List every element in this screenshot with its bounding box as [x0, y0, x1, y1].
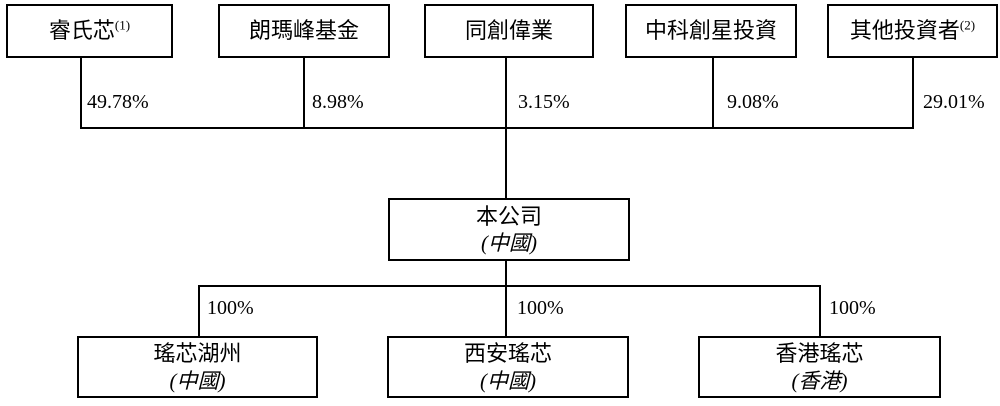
percent-label-subsidiary-2: 100% — [517, 297, 564, 319]
company-jurisdiction: (中國) — [481, 231, 537, 256]
shareholder-name-4: 中科創星投資 — [644, 18, 777, 44]
subsidiary-jurisdiction-2: (中國) — [480, 368, 536, 393]
connector-shareholder-2 — [303, 58, 305, 129]
subsidiary-box-1: 瑤芯湖州 (中國) — [77, 336, 318, 398]
subsidiary-jurisdiction-3: (香港) — [791, 368, 848, 393]
shareholder-name-5: 其他投資者(2) — [849, 17, 976, 44]
connector-shareholder-1 — [80, 58, 82, 129]
upper-bus-line — [80, 127, 914, 129]
connector-shareholder-4 — [712, 58, 714, 129]
shareholder-box-5: 其他投資者(2) — [827, 4, 998, 58]
connector-company-down — [505, 261, 507, 287]
company-name: 本公司 — [475, 203, 542, 229]
shareholder-box-4: 中科創星投資 — [625, 4, 797, 58]
footnote-marker-1: (1) — [114, 17, 131, 33]
percent-label-subsidiary-3: 100% — [829, 297, 876, 319]
subsidiary-box-3: 香港瑤芯 (香港) — [698, 336, 941, 398]
percent-label-1: 49.78% — [87, 91, 149, 113]
shareholder-box-1: 睿氏芯(1) — [6, 4, 173, 58]
subsidiary-name-2: 西安瑤芯 — [463, 341, 552, 367]
connector-subsidiary-1 — [198, 287, 200, 336]
shareholder-name-2: 朗瑪峰基金 — [248, 18, 359, 44]
shareholder-name-3: 同創偉業 — [464, 18, 553, 44]
percent-label-5: 29.01% — [923, 91, 985, 113]
shareholder-name-1: 睿氏芯(1) — [48, 17, 131, 44]
subsidiary-name-3: 香港瑤芯 — [775, 341, 864, 367]
lower-bus-line — [198, 285, 821, 287]
subsidiary-jurisdiction-1: (中國) — [169, 368, 226, 393]
percent-label-4: 9.08% — [727, 91, 779, 113]
connector-subsidiary-3 — [819, 287, 821, 336]
connector-shareholder-5 — [912, 58, 914, 129]
company-box: 本公司 (中國) — [388, 198, 630, 261]
percent-label-2: 8.98% — [312, 91, 364, 113]
footnote-marker-5: (2) — [959, 17, 976, 33]
percent-label-3: 3.15% — [518, 91, 570, 113]
connector-subsidiary-2 — [505, 287, 507, 336]
shareholder-box-3: 同創偉業 — [424, 4, 594, 58]
subsidiary-name-1: 瑤芯湖州 — [153, 341, 242, 367]
shareholder-box-2: 朗瑪峰基金 — [218, 4, 390, 58]
percent-label-subsidiary-1: 100% — [207, 297, 254, 319]
subsidiary-box-2: 西安瑤芯 (中國) — [387, 336, 629, 398]
